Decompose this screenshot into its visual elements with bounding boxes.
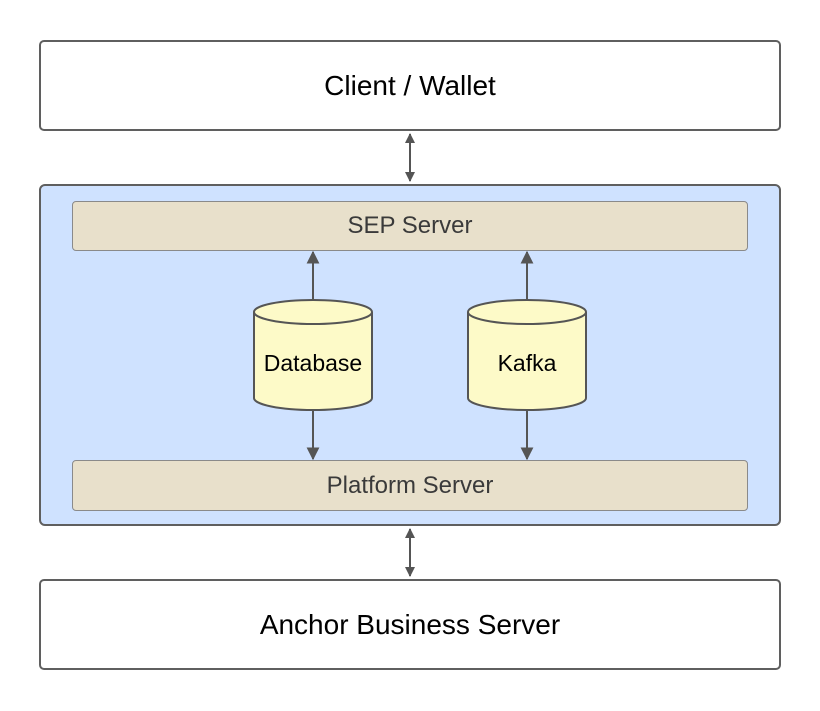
database-label: Database xyxy=(263,349,363,376)
client-wallet-label: Client / Wallet xyxy=(324,69,496,101)
anchor-business-server-box: Anchor Business Server xyxy=(39,579,781,670)
platform-server-box: Platform Server xyxy=(72,460,748,511)
client-wallet-box: Client / Wallet xyxy=(39,40,781,131)
anchor-business-server-label: Anchor Business Server xyxy=(259,608,561,640)
database-cylinder-icon xyxy=(253,299,373,411)
kafka-cylinder-icon xyxy=(467,299,587,411)
sep-server-label: SEP Server xyxy=(347,212,473,239)
kafka-label: Kafka xyxy=(497,349,557,376)
sep-server-box: SEP Server xyxy=(72,201,748,251)
platform-server-label: Platform Server xyxy=(326,471,494,499)
